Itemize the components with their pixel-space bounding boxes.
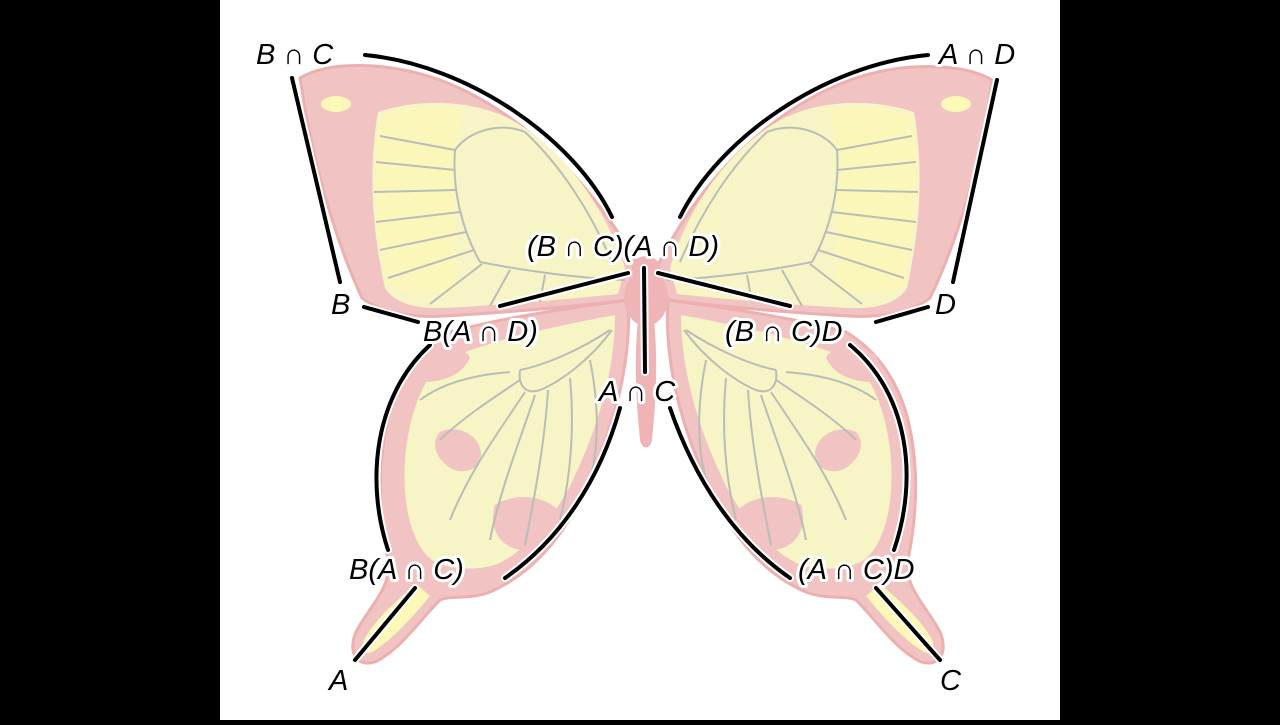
edge-bcad-to-bcd	[656, 271, 792, 308]
right-hindwing-patch	[815, 429, 861, 472]
left-hindwing	[351, 298, 631, 665]
edge-bcad-to-bad	[498, 271, 630, 308]
label-ac-d: (A ∩ C)D	[798, 554, 914, 586]
label-d: D	[935, 289, 956, 321]
right-forewing-spot	[941, 96, 971, 112]
label-c: C	[940, 665, 962, 697]
left-forewing-bright	[375, 106, 462, 294]
label-a: A	[327, 665, 348, 697]
edge-bcad-to-ac	[642, 266, 647, 374]
label-bc-d: (B ∩ C)D	[725, 316, 843, 348]
right-forewing-veins	[666, 126, 919, 307]
edge-acd-to-c	[874, 586, 942, 662]
label-bc-ad: (B ∩ C)(A ∩ D)	[527, 231, 719, 263]
label-a-cap-c: A ∩ C	[597, 376, 676, 408]
edge-bad-to-bac	[374, 343, 432, 552]
left-hindwing-veins	[419, 329, 613, 546]
edge-d-to-bcd	[874, 305, 930, 324]
edge-bcd-to-acd	[848, 343, 909, 552]
lattice-labels: B ∩ C A ∩ D (B ∩ C)(A ∩ D) B D B(A ∩ D) …	[253, 36, 1018, 700]
edge-ad-to-d	[951, 78, 999, 284]
right-forewing-bright	[830, 106, 917, 294]
label-b-ad: B(A ∩ D)	[423, 316, 538, 348]
edge-bc-to-b	[290, 76, 342, 284]
label-a-cap-d: A ∩ D	[937, 39, 1015, 71]
edge-bc-to-bcad	[363, 53, 614, 219]
left-hindwing-edge-band	[412, 347, 470, 382]
label-b-cap-c: B ∩ C	[256, 39, 334, 71]
right-hindwing-lower-patch	[735, 496, 803, 550]
left-forewing-spot	[321, 96, 351, 112]
right-hindwing	[665, 298, 945, 665]
edge-b-to-bad	[362, 305, 420, 324]
lattice-edges	[288, 51, 1001, 664]
left-hindwing-patch	[435, 429, 481, 472]
label-b: B	[331, 289, 350, 321]
right-hindwing-edge-band	[826, 347, 884, 382]
edge-ad-to-bcad	[678, 53, 930, 219]
label-b-ac: B(A ∩ C)	[349, 554, 464, 586]
right-forewing	[656, 65, 994, 318]
edge-bac-to-a	[353, 586, 417, 662]
edge-ac-to-bac	[503, 406, 622, 580]
left-hindwing-lower-patch	[493, 496, 561, 550]
edge-ac-to-acd	[668, 406, 792, 580]
butterfly-illustration	[298, 63, 994, 665]
right-hindwing-veins	[683, 329, 877, 546]
left-forewing	[298, 63, 640, 318]
edge-lines	[290, 53, 999, 662]
